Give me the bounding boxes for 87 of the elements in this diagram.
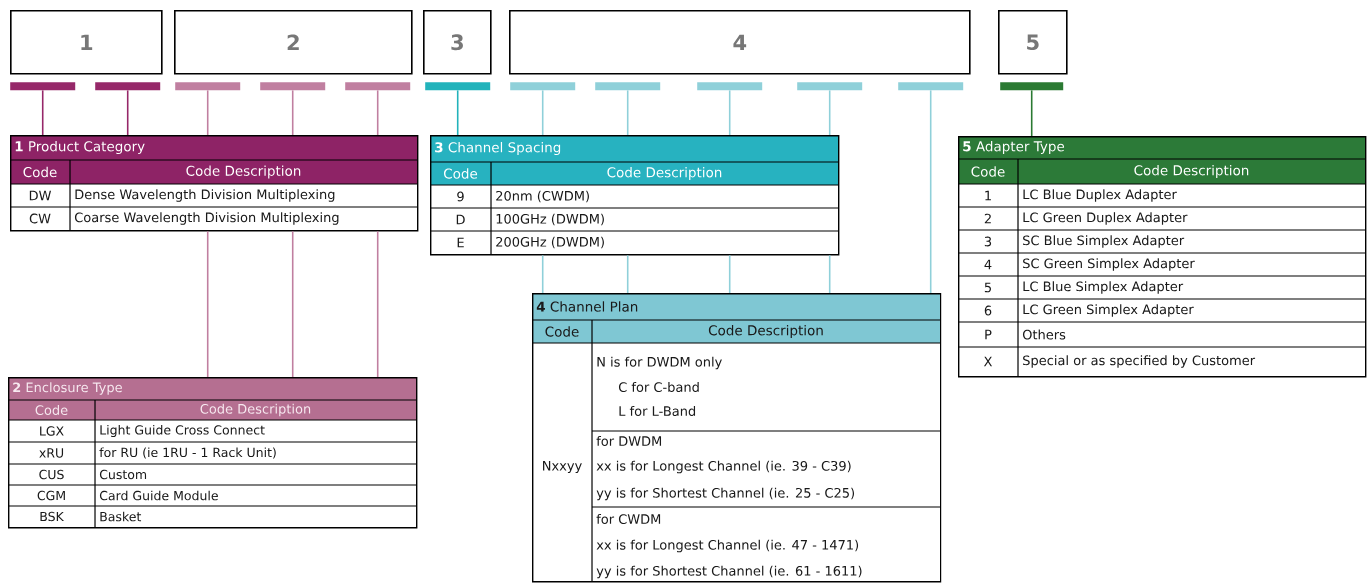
connector-line	[126, 89, 129, 136]
table-cell: SC Blue Simplex Adapter	[1023, 235, 1185, 248]
code-bar	[95, 82, 161, 91]
connector-line	[376, 230, 379, 378]
table-cell: 200GHz (DWDM)	[496, 236, 604, 249]
table-cell: L for L-Band	[619, 405, 696, 417]
connector-line	[41, 89, 44, 136]
connector-line	[541, 89, 544, 136]
table-cell: LGX	[40, 426, 64, 436]
table-cell: LC Blue Duplex Adapter	[1023, 189, 1177, 202]
table-cell: yy is for Shortest Channel (ie. 61 - 1611)	[596, 565, 862, 579]
connector-line	[291, 89, 294, 136]
code-bar	[10, 82, 76, 91]
table-cell: 20nm (CWDM)	[496, 190, 589, 203]
connector-line	[456, 89, 459, 136]
connector-line	[728, 254, 731, 294]
digit-box: 1	[10, 10, 163, 75]
table-cell: SC Green Simplex Adapter	[1023, 258, 1195, 271]
table-cell: yy is for Shortest Channel (ie. 25 - C25)	[596, 487, 854, 501]
table-cell: DW	[29, 190, 52, 201]
code-table	[429, 135, 840, 256]
digit-box: 3	[423, 10, 492, 75]
table-cell: Special or as specified by Customer	[1023, 355, 1256, 368]
code-bar	[425, 82, 491, 91]
table-cell: P	[985, 329, 992, 340]
table-cell: 1	[985, 190, 991, 201]
connector-line	[206, 89, 209, 136]
table-cell: LC Blue Simplex Adapter	[1023, 281, 1184, 294]
connector-line	[206, 230, 209, 378]
table-cell: 100GHz (DWDM)	[496, 213, 604, 226]
connector-line	[291, 230, 294, 378]
connector-line	[828, 254, 831, 294]
table-cell: E	[457, 237, 464, 248]
code-bar	[697, 82, 763, 91]
table-cell: LC Green Simplex Adapter	[1023, 304, 1194, 317]
connector-line	[376, 89, 379, 136]
table-cell: Light Guide Cross Connect	[100, 424, 265, 438]
table-cell: 9	[457, 191, 464, 202]
code-bar	[345, 82, 411, 91]
code-table	[531, 293, 942, 583]
connector-line	[541, 254, 544, 294]
table-cell: BSK	[40, 511, 64, 522]
table-cell: CW	[29, 213, 51, 224]
digit-box: 4	[509, 10, 971, 75]
table-cell: 4	[984, 259, 992, 270]
table-cell: for CWDM	[596, 513, 661, 525]
table-cell: Dense Wavelength Division Multiplexing	[75, 189, 335, 202]
code-bar	[175, 82, 241, 91]
code-bar	[797, 82, 863, 91]
table-cell: for RU (ie 1RU - 1 Rack Unit)	[99, 447, 276, 459]
digit-box: 2	[174, 10, 413, 75]
table-cell: Basket	[100, 511, 142, 522]
connector-line	[626, 254, 629, 294]
table-cell: LC Green Duplex Adapter	[1023, 212, 1188, 225]
table-cell: 6	[984, 305, 992, 316]
table-cell: D	[456, 214, 465, 225]
code-bar	[898, 82, 964, 91]
digit-box: 5	[998, 10, 1068, 75]
code-bar	[1000, 82, 1064, 91]
table-cell: xx is for Longest Channel (ie. 39 - C39)	[596, 460, 851, 474]
table-cell: Others	[1022, 329, 1066, 340]
code-bar	[260, 82, 326, 91]
connector-line	[626, 89, 629, 136]
code-bar	[510, 82, 576, 91]
table-cell: N is for DWDM only	[597, 356, 722, 370]
code-table	[9, 135, 419, 232]
connector-line	[828, 89, 831, 136]
connector-line	[728, 89, 731, 136]
table-cell: Card Guide Module	[99, 490, 218, 501]
code-table	[957, 136, 1367, 378]
connector-line	[1030, 89, 1033, 137]
table-cell: Nxxyy	[543, 460, 582, 474]
connector-line	[929, 89, 932, 294]
table-cell: X	[983, 356, 993, 367]
table-cell: Coarse Wavelength Division Multiplexing	[74, 212, 339, 225]
table-cell: CUS	[39, 469, 64, 480]
table-cell: 5	[984, 282, 991, 293]
table-cell: for DWDM	[596, 435, 661, 447]
table-cell: C for C-band	[618, 381, 699, 393]
table-cell: xRU	[39, 448, 64, 458]
code-table	[7, 377, 418, 529]
table-cell: CGM	[37, 490, 65, 501]
code-bar	[595, 82, 661, 91]
table-cell: xx is for Longest Channel (ie. 47 - 1471)	[596, 539, 859, 553]
table-cell: 3	[984, 236, 992, 247]
table-cell: Custom	[99, 469, 147, 480]
table-cell: 2	[984, 213, 991, 224]
